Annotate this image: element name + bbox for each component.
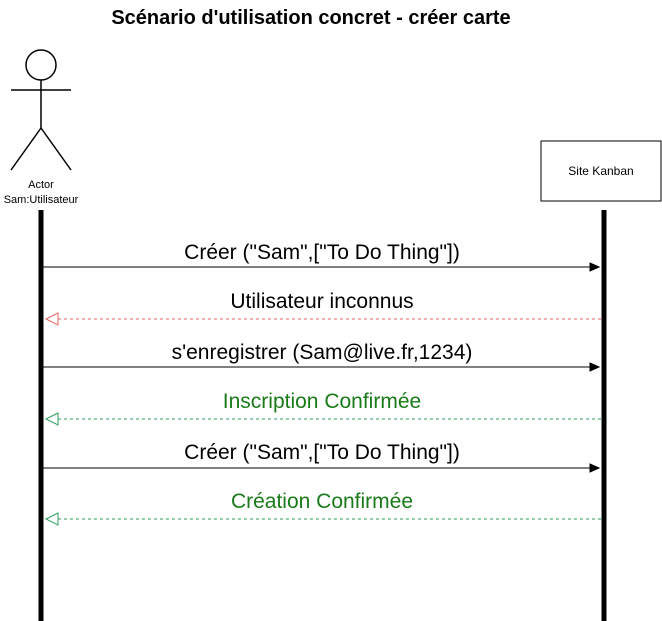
message-3-arrowhead (589, 362, 601, 372)
message-6-label: Création Confirmée (231, 490, 413, 513)
actor-kind-label: Actor (28, 179, 54, 191)
message-2-arrowhead (44, 312, 59, 326)
message-4: Inscription Confirmée (44, 390, 601, 426)
system-name-label: Site Kanban (568, 164, 633, 178)
message-6: Création Confirmée (44, 490, 601, 526)
message-2: Utilisateur inconnus (44, 290, 601, 326)
message-5-label: Créer ("Sam",["To Do Thing"]) (184, 441, 460, 464)
message-3: s'enregistrer (Sam@live.fr,1234) (43, 341, 601, 372)
message-4-arrowhead (44, 412, 59, 426)
message-5: Créer ("Sam",["To Do Thing"]) (43, 441, 601, 473)
message-1: Créer ("Sam",["To Do Thing"]) (43, 241, 601, 272)
actor-stick-figure-icon (10, 49, 72, 171)
message-1-label: Créer ("Sam",["To Do Thing"]) (184, 241, 460, 264)
message-1-arrowhead (589, 262, 601, 272)
message-6-arrowhead (44, 512, 59, 526)
actor-name-label: Sam:Utilisateur (4, 194, 79, 206)
message-3-label: s'enregistrer (Sam@live.fr,1234) (172, 341, 473, 364)
diagram-title: Scénario d'utilisation concret - créer c… (111, 7, 510, 29)
message-2-label: Utilisateur inconnus (230, 290, 413, 313)
message-5-arrowhead (589, 463, 601, 473)
message-4-label: Inscription Confirmée (223, 390, 421, 413)
system-box (540, 140, 662, 202)
